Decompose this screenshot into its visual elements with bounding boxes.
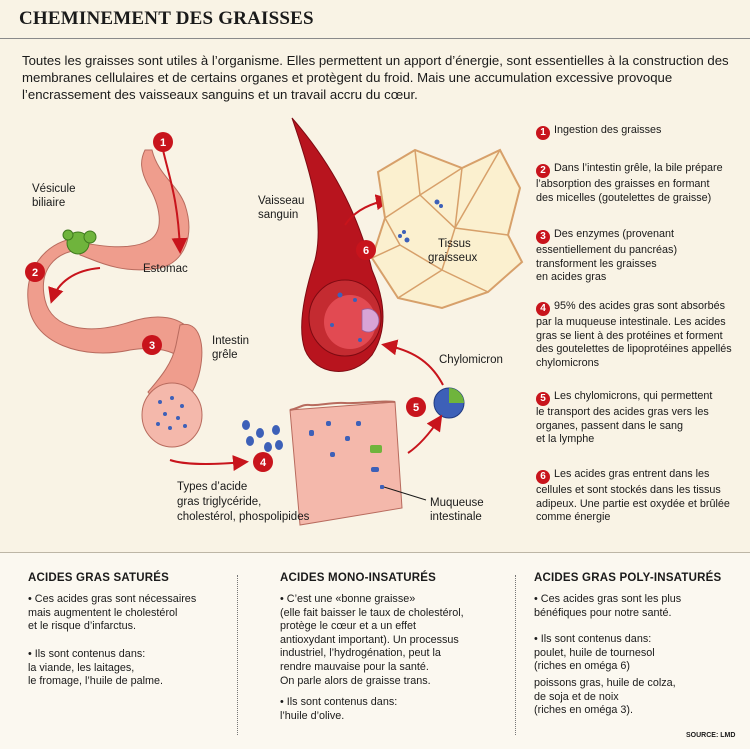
label-types-2: gras triglycéride, — [177, 496, 261, 508]
intestine-cross-section — [141, 382, 203, 448]
saturated-block-2: • Ils sont contenus dans: la viande, les… — [28, 648, 164, 688]
svg-text:5: 5 — [413, 402, 419, 414]
label-intestin-1: Intestin — [212, 335, 249, 347]
mono-block-2: • Ils sont contenus dans: l’huile d’oliv… — [280, 696, 398, 722]
label-vesicule-2: biliaire — [32, 197, 65, 209]
poly-block-2: • Ils sont contenus dans: poulet, huile … — [534, 633, 655, 673]
label-types-3: cholestérol, phospolipides — [177, 511, 310, 523]
step-marker-4: 4 — [253, 452, 273, 472]
ingestion-arrow — [162, 149, 188, 254]
svg-text:3: 3 — [149, 340, 155, 352]
label-tissus-1: Tissus — [438, 238, 471, 250]
intestine-droplets — [156, 396, 187, 430]
chylomicron-arrow — [407, 414, 443, 454]
fatty-acid-droplets — [242, 420, 283, 452]
chylomicron — [433, 387, 465, 419]
column-divider-1 — [237, 575, 238, 735]
label-muqueuse-1: Muqueuse — [430, 497, 484, 509]
label-vaisseau-1: Vaisseau — [258, 195, 304, 207]
step-5-number: 5 — [536, 392, 550, 406]
step-marker-5: 5 — [406, 397, 426, 417]
svg-text:1: 1 — [160, 137, 166, 149]
label-intestin-2: grêle — [212, 349, 238, 361]
step-marker-6: 6 — [356, 240, 376, 260]
mono-block-1: • C’est une «bonne graisse» (elle fait b… — [280, 593, 464, 687]
saturated-block-1: • Ces acides gras sont nécessaires mais … — [28, 593, 197, 633]
step-1: 1 Ingestion des graisses — [536, 124, 750, 140]
bile-arrow — [48, 267, 101, 304]
step-4-number: 4 — [536, 302, 550, 316]
label-muqueuse-2: intestinale — [430, 511, 482, 523]
poly-heading: ACIDES GRAS POLY-INSATURÉS — [534, 572, 722, 584]
label-chylomicron: Chylomicron — [439, 354, 503, 366]
absorption-arrow — [169, 455, 249, 471]
column-divider-2 — [515, 575, 516, 735]
fat-types-panel: ACIDES GRAS SATURÉS • Ces acides gras so… — [0, 552, 750, 749]
title-divider — [0, 38, 750, 39]
step-1-number: 1 — [536, 126, 550, 140]
label-types-1: Types d’acide — [177, 481, 247, 493]
blood-vessel — [291, 117, 384, 372]
step-6-number: 6 — [536, 470, 550, 484]
step-1-line-1: Ingestion des graisses — [554, 124, 662, 136]
step-2-number: 2 — [536, 164, 550, 178]
to-vessel-arrow — [381, 339, 444, 386]
label-vesicule-1: Vésicule — [32, 183, 75, 195]
source-credit: SOURCE: LMD — [686, 732, 736, 739]
adipose-tissue — [370, 148, 524, 310]
label-vaisseau-2: sanguin — [258, 209, 298, 221]
mono-heading: ACIDES MONO-INSATURÉS — [280, 572, 437, 584]
intro-paragraph: Toutes les graisses sont utiles à l’orga… — [22, 53, 729, 102]
page-title: CHEMINEMENT DES GRAISSES — [19, 8, 314, 29]
saturated-heading: ACIDES GRAS SATURÉS — [28, 572, 169, 584]
step-marker-3: 3 — [142, 335, 162, 355]
poly-block-1: • Ces acides gras sont les plus bénéfiqu… — [534, 593, 682, 619]
step-3-number: 3 — [536, 230, 550, 244]
step-marker-1: 1 — [153, 132, 173, 152]
intestinal-mucosa — [289, 400, 403, 526]
muqueuse-pointer — [383, 486, 427, 501]
label-estomac: Estomac — [143, 263, 188, 275]
step-marker-2: 2 — [25, 262, 45, 282]
svg-text:4: 4 — [260, 457, 267, 469]
fat-pathway-diagram: 1 2 3 4 5 6 Vésicule biliaire Estomac In… — [25, 117, 524, 526]
gallbladder — [62, 229, 97, 255]
stomach — [77, 149, 190, 271]
label-tissus-2: graisseux — [428, 252, 477, 264]
svg-text:2: 2 — [32, 267, 38, 279]
poly-block-3: poissons gras, huile de colza, de soja e… — [534, 677, 676, 717]
svg-text:6: 6 — [363, 245, 369, 257]
